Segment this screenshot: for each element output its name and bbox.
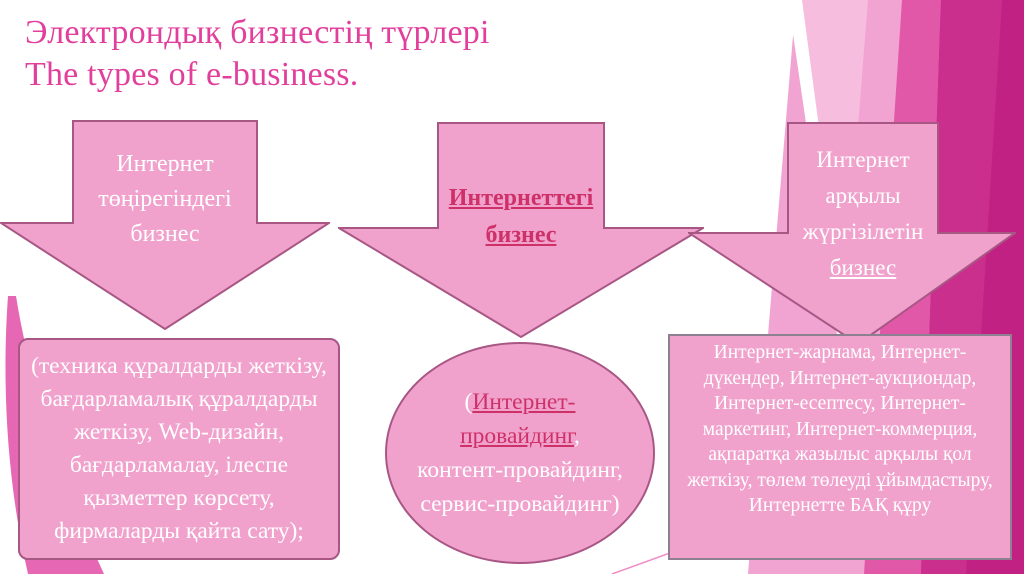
hyperlink-biznes[interactable]: бизнес	[829, 255, 897, 280]
callout-box-left-text: (техника құралдарды жеткізу, бағдарламал…	[31, 353, 327, 544]
callout-box-right-text: Интернет-жарнама, Интернет-дүкендер, Инт…	[687, 342, 993, 516]
ellipse-text-rest: , контент-провайдинг, сервис-провайдинг)	[417, 423, 623, 517]
page-title: Электрондық бизнестің түрлері The types …	[25, 12, 490, 96]
callout-box-left: (техника құралдарды жеткізу, бағдарламал…	[18, 338, 340, 560]
arrow-right-label-text: Интернет арқылы жүргізілетін	[802, 147, 924, 244]
callout-box-right: Интернет-жарнама, Интернет-дүкендер, Инт…	[668, 334, 1012, 560]
title-line-kazakh: Электрондық бизнестің түрлері	[25, 14, 490, 51]
callout-ellipse-center: (Интернет-провайдинг, контент-провайдинг…	[385, 342, 655, 564]
arrow-shape-left: Интернет төңірегіндегі бизнес	[0, 120, 330, 330]
down-arrow-icon	[338, 122, 704, 338]
title-line-english: The types of e-business.	[25, 56, 359, 93]
arrow-shape-center: Интернеттегі бизнес	[338, 122, 704, 338]
down-arrow-icon	[0, 120, 330, 330]
ellipse-text-prefix: (	[464, 389, 473, 415]
arrow-center-label: Интернеттегі бизнес	[433, 180, 609, 254]
down-arrow-icon	[688, 122, 1016, 345]
hyperlink-internettegi-biznes[interactable]: Интернеттегі бизнес	[448, 185, 594, 248]
callout-ellipse-text: (Интернет-провайдинг, контент-провайдинг…	[415, 385, 625, 521]
arrow-right-label: Интернет арқылы жүргізілетін бизнес	[784, 142, 942, 286]
arrow-shape-right: Интернет арқылы жүргізілетін бизнес	[688, 122, 1016, 345]
hyperlink-internet-provaiding[interactable]: Интернет-провайдинг	[460, 389, 576, 449]
arrow-left-label: Интернет төңірегіндегі бизнес	[98, 151, 232, 247]
